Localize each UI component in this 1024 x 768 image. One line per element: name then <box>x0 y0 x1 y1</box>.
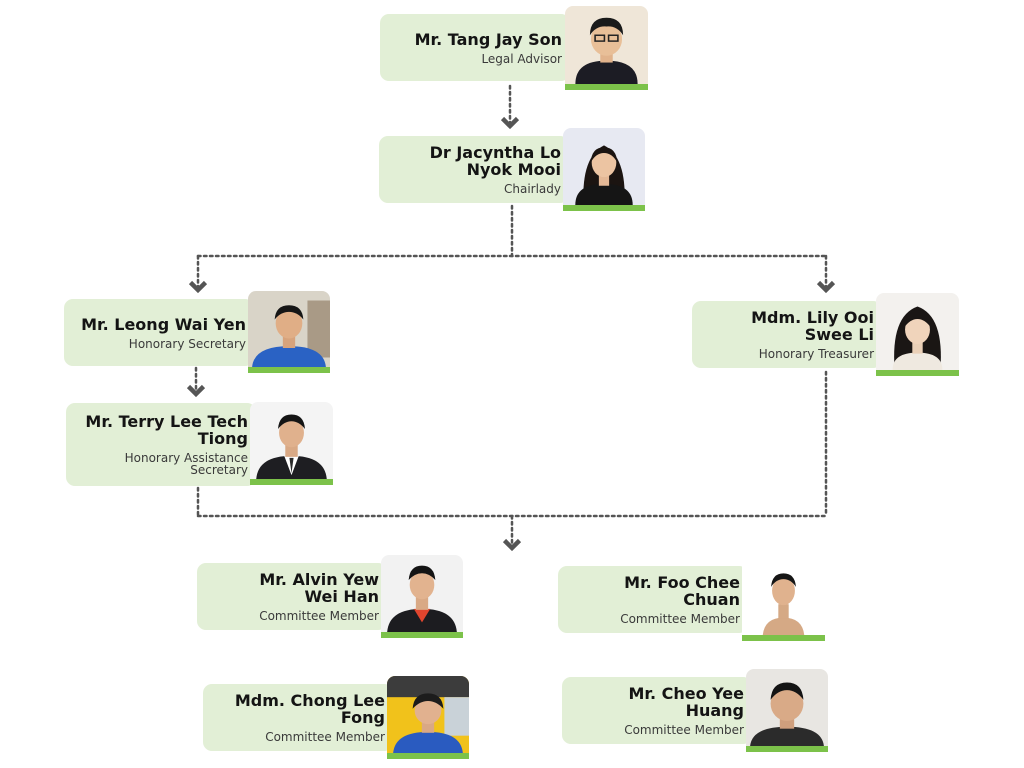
committee-member-3-card: Mdm. Chong Lee Fong Committee Member <box>203 684 393 751</box>
chairlady-role: Chairlady <box>503 182 561 196</box>
honorary-treasurer-card: Mdm. Lily Ooi Swee Li Honorary Treasurer <box>692 301 882 368</box>
honorary-secretary-photo <box>248 291 330 373</box>
committee-member-2-photo <box>742 558 825 641</box>
committee-member-2-role: Committee Member <box>620 612 740 626</box>
committee-member-3-role: Committee Member <box>265 730 385 744</box>
person-photo-icon <box>565 6 648 84</box>
honorary-assistance-secretary-role: Honorary Assistance Secretary <box>124 451 248 477</box>
chairlady-name: Dr Jacyntha Lo Nyok Mooi <box>429 143 561 179</box>
person-photo-icon <box>250 402 333 479</box>
committee-member-1-card: Mr. Alvin Yew Wei Han Committee Member <box>197 563 387 630</box>
committee-member-4-photo <box>746 669 828 752</box>
committee-member-2-card: Mr. Foo Chee Chuan Committee Member <box>558 566 748 633</box>
committee-member-1-role: Committee Member <box>259 609 379 623</box>
committee-member-1-name: Mr. Alvin Yew Wei Han <box>259 570 379 606</box>
person-photo-icon <box>876 293 959 370</box>
person-photo-icon <box>746 669 828 746</box>
legal-advisor-card: Mr. Tang Jay Son Legal Advisor <box>380 14 570 81</box>
committee-member-4-card: Mr. Cheo Yee Huang Committee Member <box>562 677 752 744</box>
person-photo-icon <box>563 128 645 205</box>
honorary-secretary-name: Mr. Leong Wai Yen <box>81 314 246 334</box>
honorary-treasurer-photo <box>876 293 959 376</box>
chairlady-photo <box>563 128 645 211</box>
person-photo-icon <box>381 555 463 632</box>
committee-member-4-role: Committee Member <box>624 723 744 737</box>
honorary-assistance-secretary-card: Mr. Terry Lee Tech Tiong Honorary Assist… <box>66 403 256 486</box>
committee-member-4-name: Mr. Cheo Yee Huang <box>628 684 744 720</box>
honorary-secretary-role: Honorary Secretary <box>128 336 246 351</box>
committee-member-1-photo <box>381 555 463 638</box>
committee-member-3-name: Mdm. Chong Lee Fong <box>234 691 385 727</box>
honorary-assistance-secretary-name: Mr. Terry Lee Tech Tiong <box>85 412 248 448</box>
legal-advisor-role: Legal Advisor <box>481 51 562 66</box>
honorary-treasurer-role: Honorary Treasurer <box>758 347 874 361</box>
committee-member-2-name: Mr. Foo Chee Chuan <box>624 573 740 609</box>
person-photo-icon <box>248 291 330 367</box>
committee-member-3-photo <box>387 676 469 759</box>
legal-advisor-name: Mr. Tang Jay Son <box>414 29 562 49</box>
honorary-assistance-secretary-photo <box>250 402 333 485</box>
honorary-secretary-card: Mr. Leong Wai Yen Honorary Secretary <box>64 299 254 366</box>
honorary-treasurer-name: Mdm. Lily Ooi Swee Li <box>751 308 874 344</box>
legal-advisor-photo <box>565 6 648 90</box>
chairlady-card: Dr Jacyntha Lo Nyok Mooi Chairlady <box>379 136 569 203</box>
person-photo-icon <box>387 676 469 753</box>
person-photo-icon <box>742 558 825 635</box>
